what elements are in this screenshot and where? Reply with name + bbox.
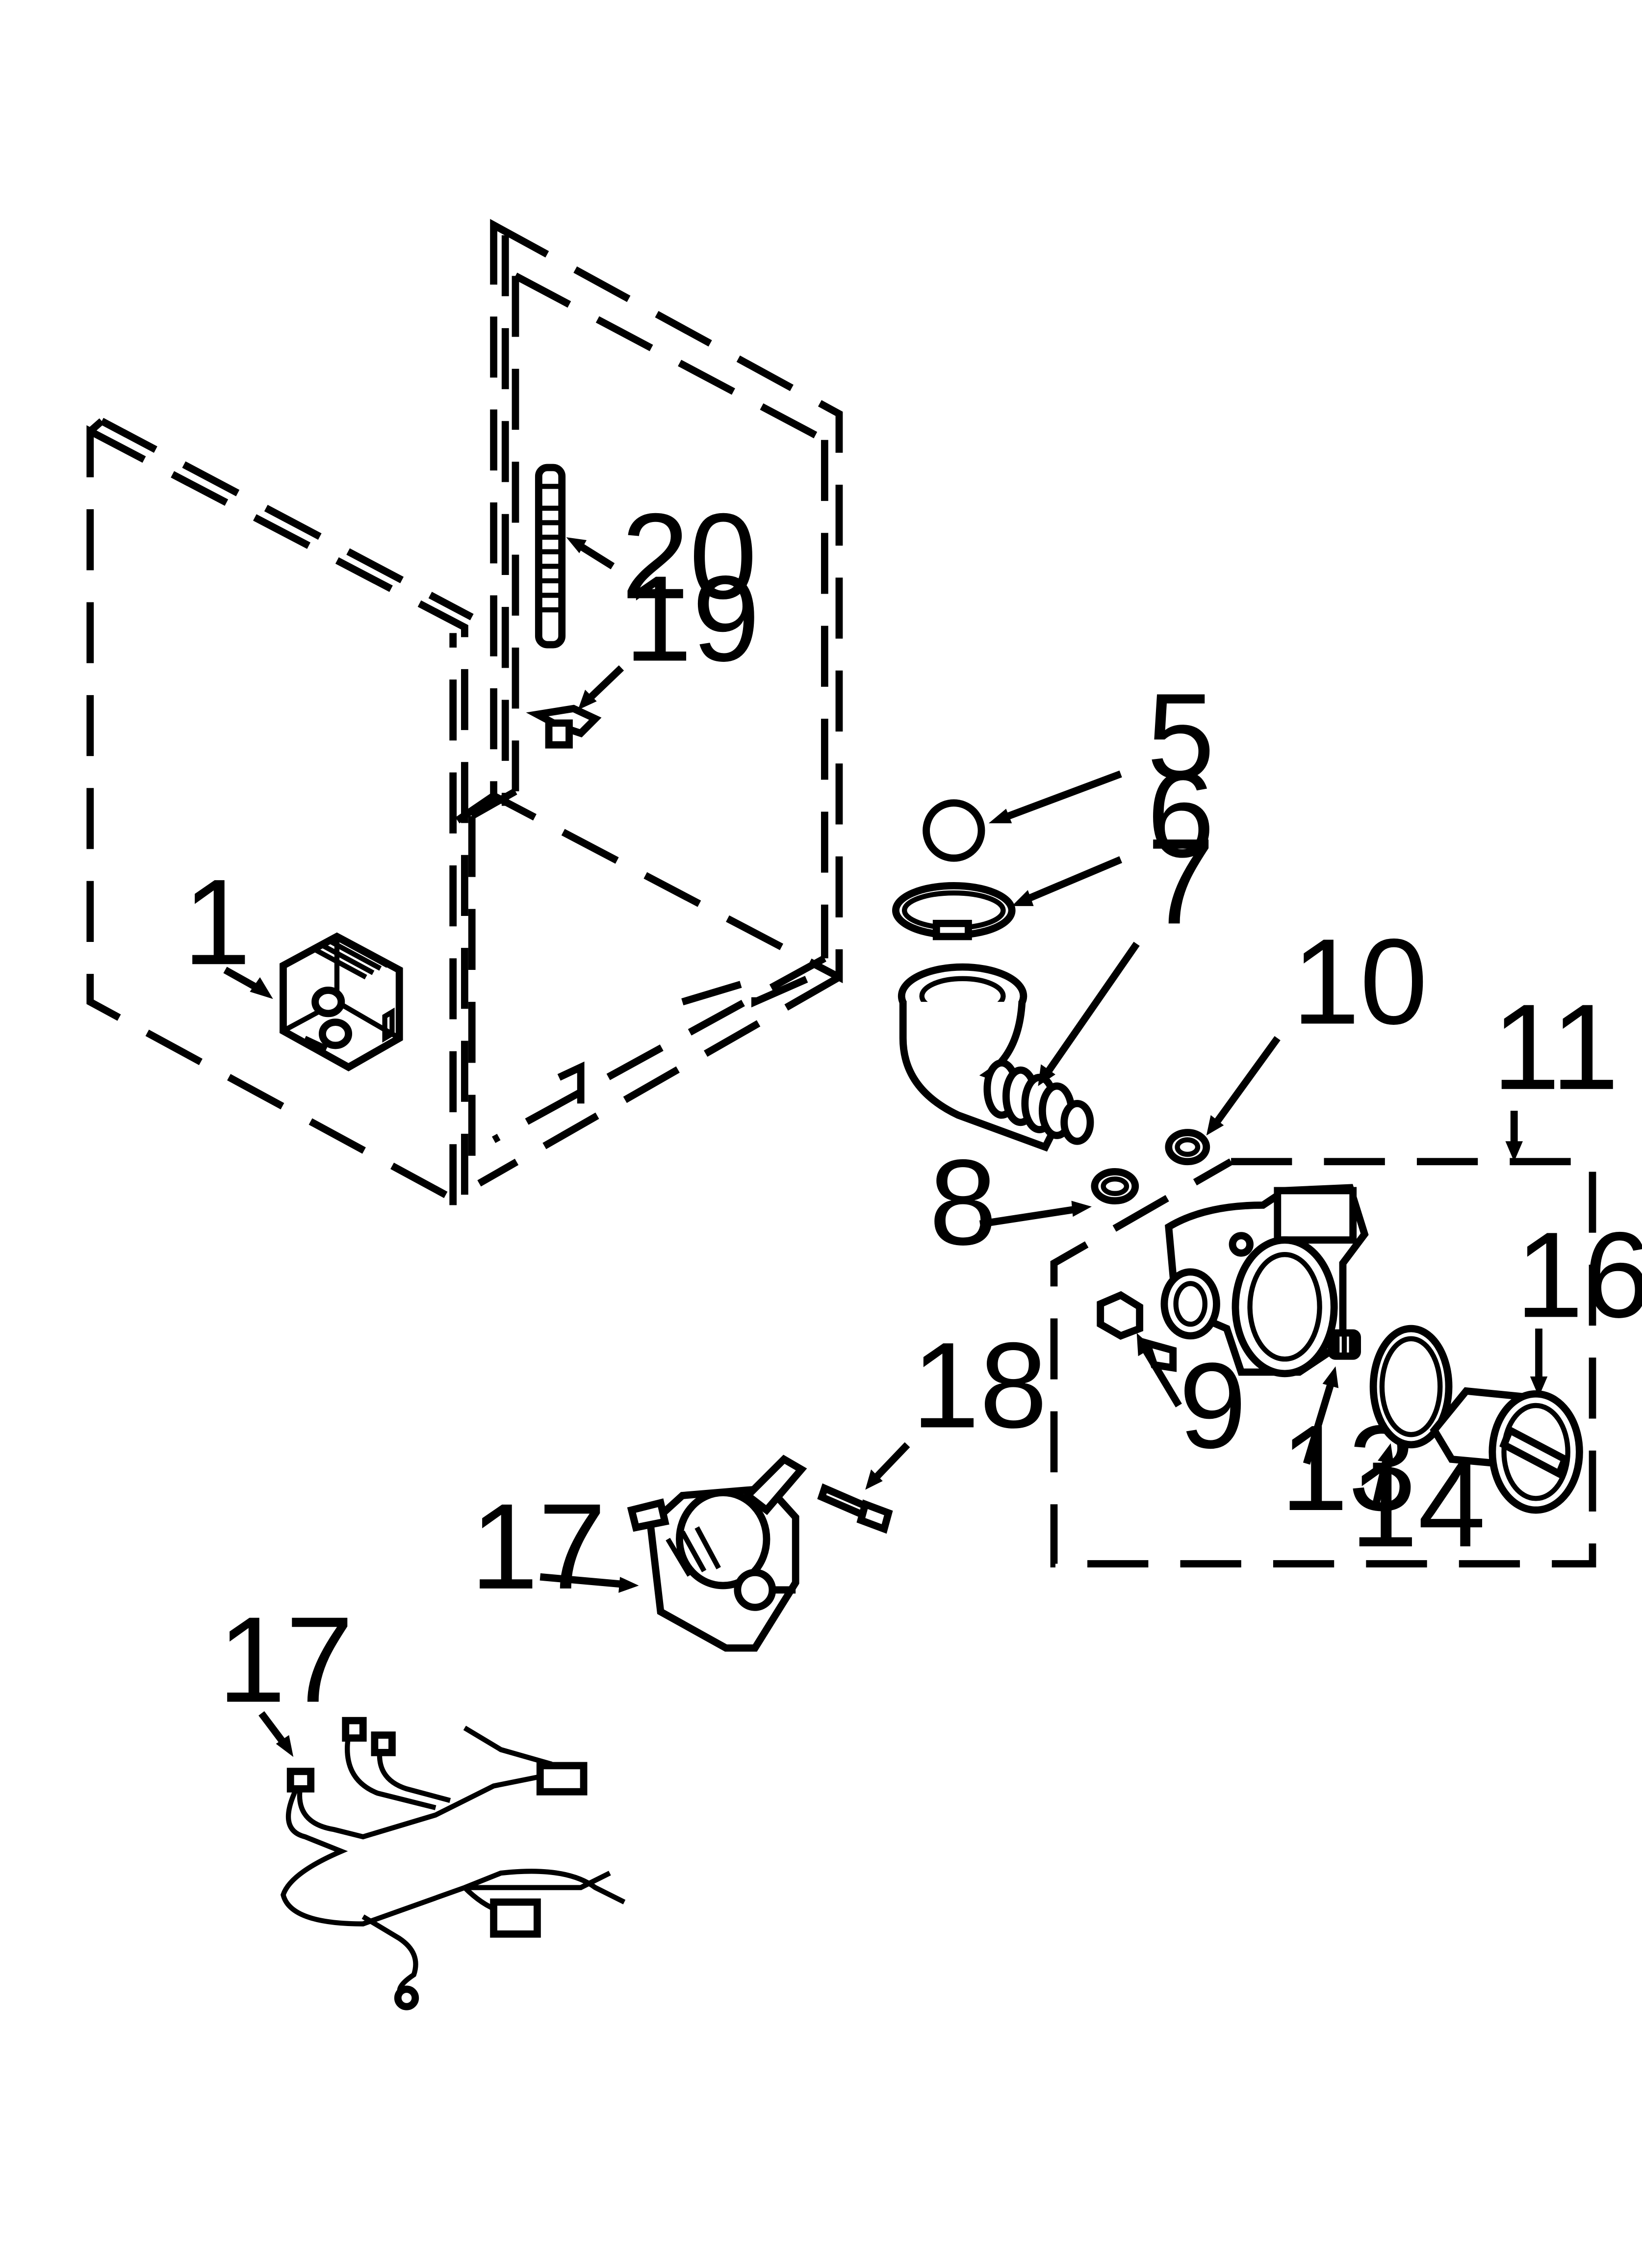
part-4-ball[interactable] <box>923 799 985 862</box>
callout-5: 6 <box>1012 746 1215 906</box>
callout-1-label: 1 <box>183 854 251 990</box>
part-18-screw[interactable] <box>817 1483 893 1534</box>
callout-14: 16 <box>1515 1206 1642 1397</box>
callout-18: 18 <box>865 1317 1048 1490</box>
part-5-hose-clamp[interactable] <box>892 882 1016 940</box>
part-9-clamp[interactable] <box>1165 1129 1210 1166</box>
callout-18-label: 18 <box>912 1317 1048 1453</box>
callout-16: 17 <box>470 1478 639 1615</box>
callout-6: 7 <box>1038 813 1215 1086</box>
callout-10: 11 <box>1492 979 1619 1162</box>
callout-9-label: 10 <box>1292 913 1428 1050</box>
part-13-o-ring[interactable] <box>1369 1325 1453 1449</box>
callout-14-label: 16 <box>1515 1206 1642 1343</box>
part-1-control-box[interactable] <box>280 932 403 1071</box>
part-16-motor[interactable] <box>627 1455 807 1652</box>
callout-19: 19 <box>578 550 760 710</box>
callout-17: 17 <box>218 1591 354 1728</box>
part-19-clip[interactable] <box>526 704 602 749</box>
callout-4-label: 5 <box>1147 668 1214 804</box>
part-6-sump-hose[interactable] <box>898 963 1094 1152</box>
callout-1: 1 <box>183 854 273 999</box>
callout-5-label: 6 <box>1147 746 1214 883</box>
callout-9: 10 <box>1206 913 1428 1136</box>
part-17-wire-harness[interactable] <box>281 1717 626 2010</box>
part-10-drain-pump-assembly[interactable] <box>1050 1158 1596 1567</box>
callout-7-label: 8 <box>929 1134 997 1270</box>
part-7-clamp[interactable] <box>1091 1168 1139 1205</box>
callout-19-label: 19 <box>624 550 760 687</box>
callout-7: 8 <box>929 1134 1092 1270</box>
callout-10-label: 11 <box>1492 979 1619 1115</box>
callout-6-label: 7 <box>1147 813 1214 949</box>
callout-8: 9 <box>1136 1332 1247 1474</box>
part-11-fitting[interactable] <box>1327 1329 1361 1360</box>
cabinet-outline-left <box>86 417 474 1211</box>
cabinet-outline-right <box>455 219 843 1187</box>
callout-20-label: 20 <box>621 488 757 624</box>
part-20-hose[interactable] <box>535 464 566 649</box>
part-14-pump-filter-cap[interactable] <box>1430 1387 1583 1514</box>
callout-16-label: 17 <box>470 1478 606 1615</box>
callout-17-label: 17 <box>218 1591 354 1728</box>
callout-4: 5 <box>988 668 1215 824</box>
callout-20: 20 <box>566 488 757 624</box>
callout-8-label: 9 <box>1179 1337 1247 1474</box>
callout-17-arrow <box>258 1711 294 1757</box>
